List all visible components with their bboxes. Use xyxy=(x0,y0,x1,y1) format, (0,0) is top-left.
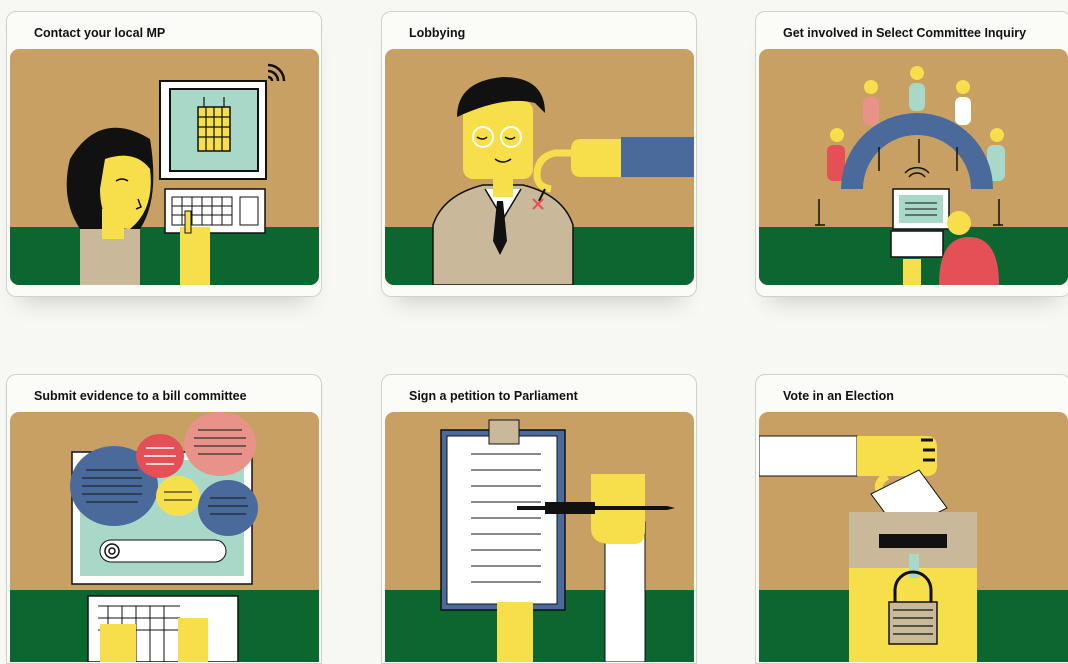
card-title: Lobbying xyxy=(409,26,466,40)
card-title: Submit evidence to a bill committee xyxy=(34,389,247,403)
lobbyist-pulling-strings-icon xyxy=(385,49,694,285)
card-bill-committee[interactable]: Submit evidence to a bill committee xyxy=(6,374,322,664)
card-contact-mp[interactable]: Contact your local MP xyxy=(6,11,322,297)
card-select-committee[interactable]: Get involved in Select Committee Inquiry xyxy=(755,11,1068,297)
ballot-box-icon xyxy=(759,412,1068,662)
committee-table-icon xyxy=(759,49,1068,285)
card-title: Contact your local MP xyxy=(34,26,166,40)
card-vote[interactable]: Vote in an Election xyxy=(755,374,1068,664)
card-title: Get involved in Select Committee Inquiry xyxy=(783,26,1027,40)
clipboard-pen-icon xyxy=(385,412,694,662)
speech-bubbles-icon xyxy=(10,412,319,662)
card-title: Sign a petition to Parliament xyxy=(409,389,578,403)
card-petition[interactable]: Sign a petition to Parliament xyxy=(381,374,697,664)
woman-at-computer-icon xyxy=(10,49,319,285)
card-title: Vote in an Election xyxy=(783,389,894,403)
card-lobbying[interactable]: Lobbying xyxy=(381,11,697,297)
